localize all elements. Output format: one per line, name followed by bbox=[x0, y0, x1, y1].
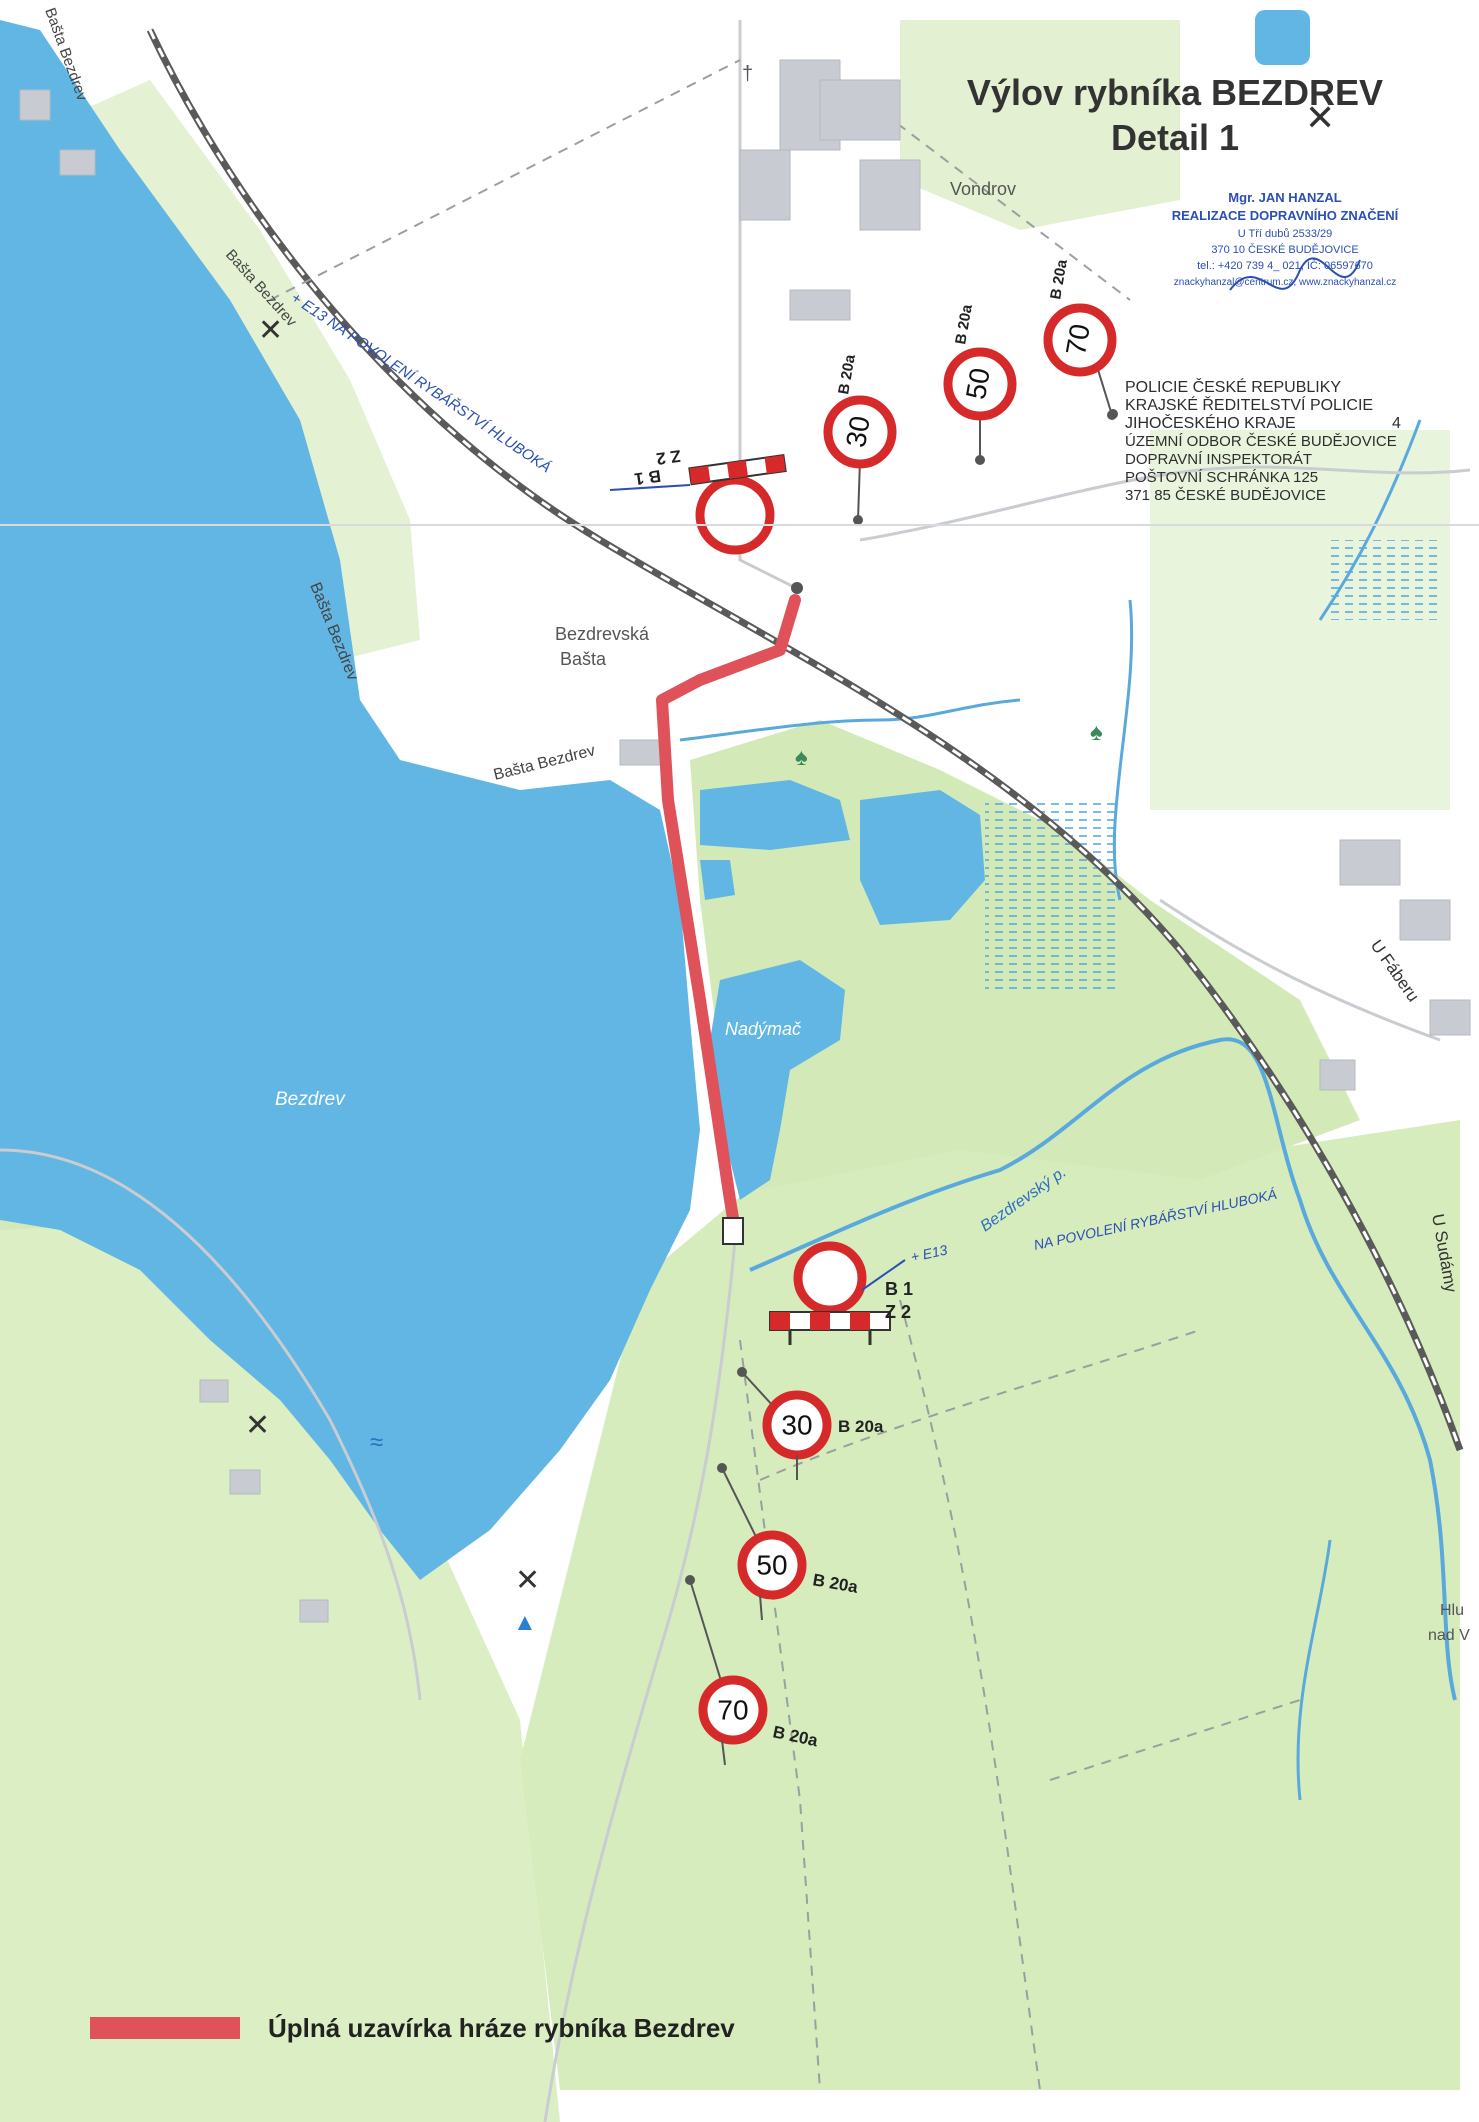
stream-south-east bbox=[1296, 1539, 1332, 1801]
no-entry-sign-north bbox=[695, 475, 775, 555]
buildings bbox=[19, 59, 1471, 1623]
pond-top-right bbox=[1255, 10, 1310, 65]
police-line-6: POŠTOVNÍ SCHRÁNKA 125 bbox=[1125, 469, 1318, 486]
speed-value-south-70: 70 bbox=[717, 1694, 748, 1725]
speed-value-north-70: 70 bbox=[1060, 322, 1096, 358]
stamp-name: Mgr. JAN HANZAL bbox=[1228, 190, 1341, 205]
speed-code-north-70: B 20a bbox=[1047, 258, 1071, 301]
south-code-z2: Z 2 bbox=[885, 1302, 911, 1322]
signature bbox=[1229, 257, 1361, 291]
speed-code-north-50: B 20a bbox=[952, 303, 976, 346]
legend-swatch bbox=[90, 2017, 240, 2039]
handwritten-note-south-e13: + E13 bbox=[909, 1242, 949, 1265]
barrier-north bbox=[688, 453, 787, 486]
no-entry-sign-south bbox=[793, 1241, 867, 1315]
police-line-7: 371 85 ČESKÉ BUDĚJOVICE bbox=[1125, 487, 1326, 504]
stamp-web: znackyhanzal@centrum.cz, www.znackyhanza… bbox=[1174, 277, 1396, 288]
pond-small-west bbox=[700, 860, 735, 900]
police-stamp: POLICIE ČESKÉ REPUBLIKY KRAJSKÉ ŘEDITELS… bbox=[1108, 377, 1401, 504]
stream-north bbox=[679, 698, 1021, 742]
tree-icon-2: ♠ bbox=[1090, 719, 1103, 746]
legend-label: Úplná uzavírka hráze rybníka Bezdrev bbox=[268, 2013, 735, 2043]
bezdrevsky-potok-stream bbox=[749, 1037, 1457, 1701]
pond-north-1 bbox=[700, 780, 850, 850]
speed-value-south-50: 50 bbox=[756, 1549, 787, 1580]
stamp-phone: tel.: +420 739 4_ 021, IČ: 06597670 bbox=[1197, 259, 1373, 272]
speed-sign-north-50: 50 B 20a bbox=[943, 303, 1017, 465]
marsh-area-east bbox=[1330, 540, 1440, 620]
camping-icon: ▲ bbox=[513, 1609, 537, 1636]
title-line-2: Detail 1 bbox=[1111, 117, 1239, 158]
label-vondrov: Vondrov bbox=[950, 179, 1016, 199]
police-line-3: JIHOČESKÉHO KRAJE bbox=[1125, 413, 1296, 432]
stamp-street: U Tří dubů 2533/29 bbox=[1238, 228, 1333, 240]
sign-post-north-closure bbox=[791, 582, 803, 594]
label-bezdrevska: Bezdrevská bbox=[555, 624, 650, 644]
label-hlubocka-1: Hlu bbox=[1440, 1602, 1464, 1619]
stamp-city: 370 10 ČESKÉ BUDĚJOVICE bbox=[1211, 243, 1358, 256]
north-code-z2: Z 2 bbox=[655, 446, 682, 468]
closure-route bbox=[656, 594, 801, 1236]
label-basta: Bašta bbox=[560, 649, 607, 669]
restaurant-icon-west: ✕ bbox=[245, 1409, 270, 1442]
pond-nadymac bbox=[710, 960, 845, 1200]
label-bezdrev-pond: Bezdrev bbox=[275, 1089, 346, 1110]
note-arrow-north bbox=[609, 484, 691, 491]
speed-sign-south-70: 70 B 20a bbox=[685, 1575, 820, 1766]
speed-sign-north-30: 30 B 20a bbox=[823, 353, 897, 525]
police-line-4: ÚZEMNÍ ODBOR ČESKÉ BUDĚJOVICE bbox=[1125, 433, 1397, 450]
meadow-south bbox=[520, 1120, 1460, 2090]
cross-icon: † bbox=[742, 63, 753, 85]
speed-code-south-30: B 20a bbox=[838, 1417, 884, 1436]
north-speed-signs: 30 B 20a 50 B 20a 70 B 20a bbox=[823, 258, 1117, 525]
road-east-to-ufaberu bbox=[859, 465, 1471, 542]
speed-code-north-30: B 20a bbox=[835, 353, 859, 396]
police-line-1: POLICIE ČESKÉ REPUBLIKY bbox=[1125, 377, 1341, 396]
speed-value-north-50: 50 bbox=[960, 366, 996, 402]
title-line-1: Výlov rybníka BEZDREV bbox=[967, 72, 1383, 113]
meadow-west bbox=[0, 1170, 560, 2122]
speed-sign-south-30: 30 B 20a bbox=[737, 1367, 884, 1480]
bridge-icon bbox=[722, 1217, 744, 1245]
streams bbox=[679, 419, 1457, 1801]
note-arrow-south bbox=[861, 1259, 906, 1291]
stamp-company: REALIZACE DOPRAVNÍHO ZNAČENÍ bbox=[1172, 208, 1399, 223]
stream-east bbox=[1112, 599, 1134, 901]
police-line-2: KRAJSKÉ ŘEDITELSTVÍ POLICIE bbox=[1125, 395, 1373, 414]
north-closure: B 1 Z 2 bbox=[633, 446, 803, 594]
speed-sign-north-70: 70 B 20a bbox=[1043, 258, 1117, 420]
stream-far-east bbox=[1318, 419, 1422, 621]
label-nadymac: Nadýmač bbox=[725, 1019, 801, 1039]
south-code-b1: B 1 bbox=[885, 1279, 913, 1299]
barrier-south bbox=[769, 1311, 891, 1345]
tree-icon-1: ♠ bbox=[795, 744, 808, 771]
police-line-5: DOPRAVNÍ INSPEKTORÁT bbox=[1125, 451, 1312, 468]
legend: Úplná uzavírka hráze rybníka Bezdrev bbox=[90, 2013, 735, 2043]
restaurant-icon-north: ✕ bbox=[258, 314, 283, 347]
south-speed-signs: 30 B 20a 50 B 20a 70 B 20a bbox=[685, 1367, 884, 1766]
bezdrev-pond bbox=[0, 20, 700, 1580]
police-page-number: 4 bbox=[1392, 415, 1401, 432]
road-west bbox=[0, 1148, 422, 1701]
contractor-stamp: Mgr. JAN HANZAL REALIZACE DOPRAVNÍHO ZNA… bbox=[1172, 190, 1399, 291]
speed-value-north-30: 30 bbox=[840, 414, 876, 450]
swimming-icon: ≈ bbox=[370, 1429, 383, 1456]
road-south bbox=[543, 1239, 737, 2122]
pond-north-2 bbox=[860, 790, 985, 925]
marsh-area bbox=[985, 800, 1115, 990]
road-east-2 bbox=[1159, 898, 1441, 1042]
restaurant-icon: ✕ bbox=[1305, 97, 1335, 138]
north-code-b1: B 1 bbox=[633, 466, 662, 488]
railway bbox=[146, 28, 1464, 1452]
label-hlubocka-2: nad V bbox=[1428, 1627, 1470, 1644]
restaurant-icon-south: ✕ bbox=[515, 1564, 540, 1597]
speed-value-south-30: 30 bbox=[781, 1409, 812, 1440]
